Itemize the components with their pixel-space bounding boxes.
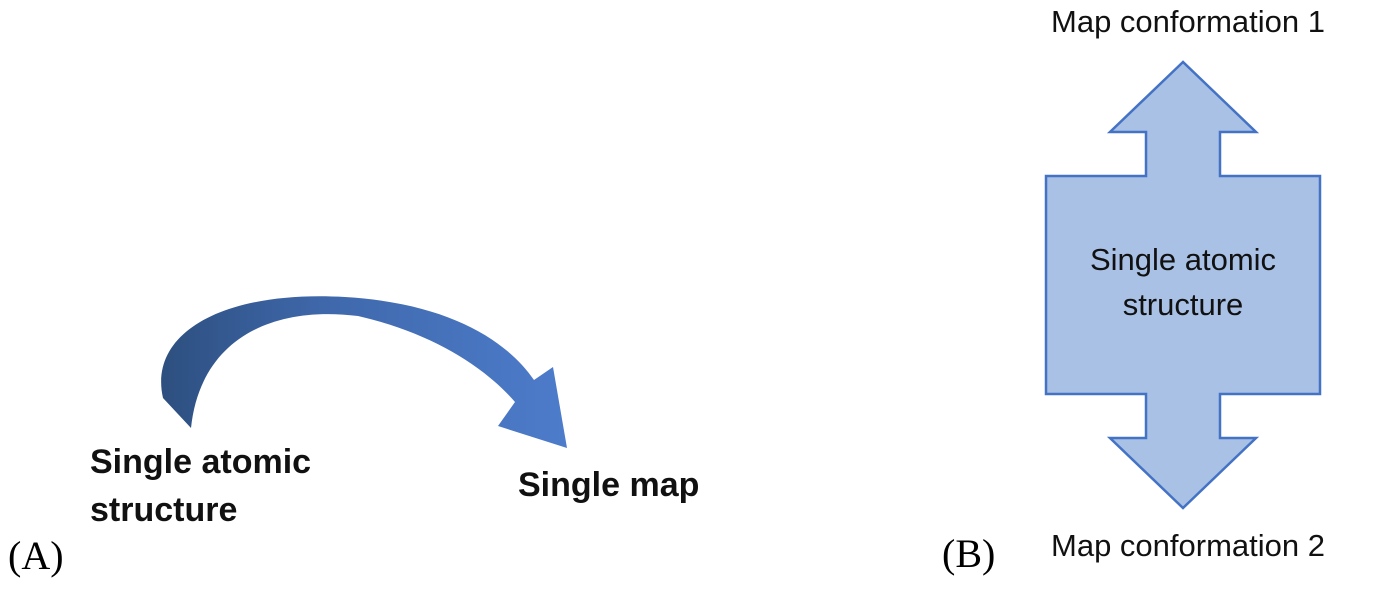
panel-a-label: (A) [8,533,64,578]
panel-b-top-label: Map conformation 1 [1051,4,1325,39]
panel-b-center-label: Single atomic structure [1089,242,1277,322]
panel-b-label: (B) [942,531,996,576]
double-arrow-group [1044,60,1322,510]
double-headed-arrow [1044,60,1322,510]
curved-arrow [161,296,567,448]
panel-a-target-label: Single map [518,466,700,504]
panel-b-bottom-label: Map conformation 2 [1051,528,1325,563]
panel-a-source-label: Single atomic structure [90,443,312,530]
